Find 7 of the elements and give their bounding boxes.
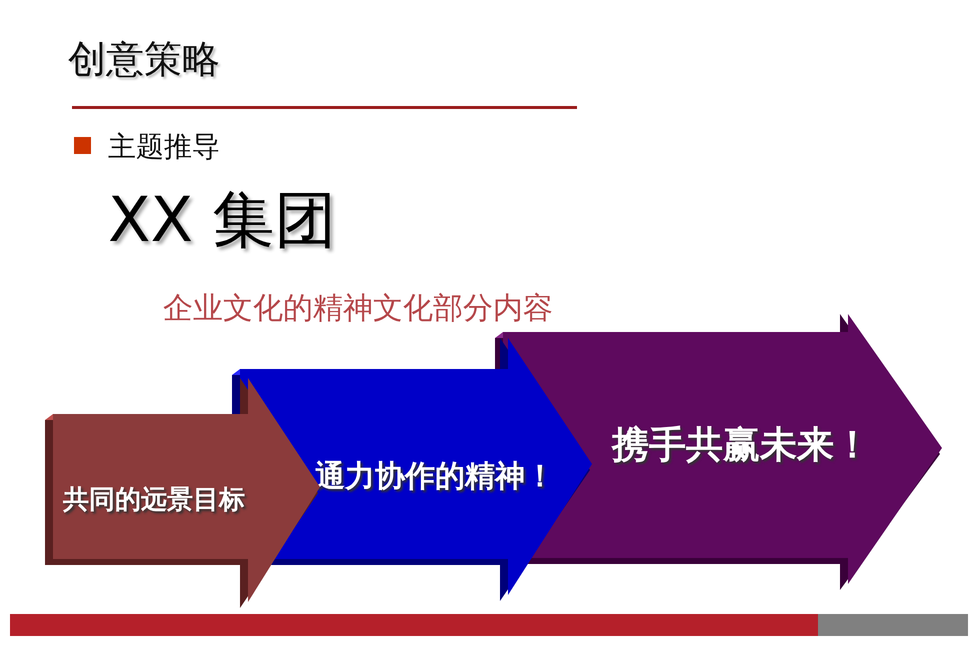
heading-text: XX 集团 — [108, 182, 337, 258]
arrow-label: 携手共赢未来！ — [612, 422, 871, 468]
arrow-label: 共同的远景目标 — [63, 484, 245, 517]
slide-title: 创意策略 — [68, 36, 220, 83]
bullet-text: 主题推导 — [108, 129, 220, 165]
arrow-label: 通力协作的精神！ — [315, 458, 555, 496]
subtitle-text: 企业文化的精神文化部分内容 — [163, 290, 553, 328]
